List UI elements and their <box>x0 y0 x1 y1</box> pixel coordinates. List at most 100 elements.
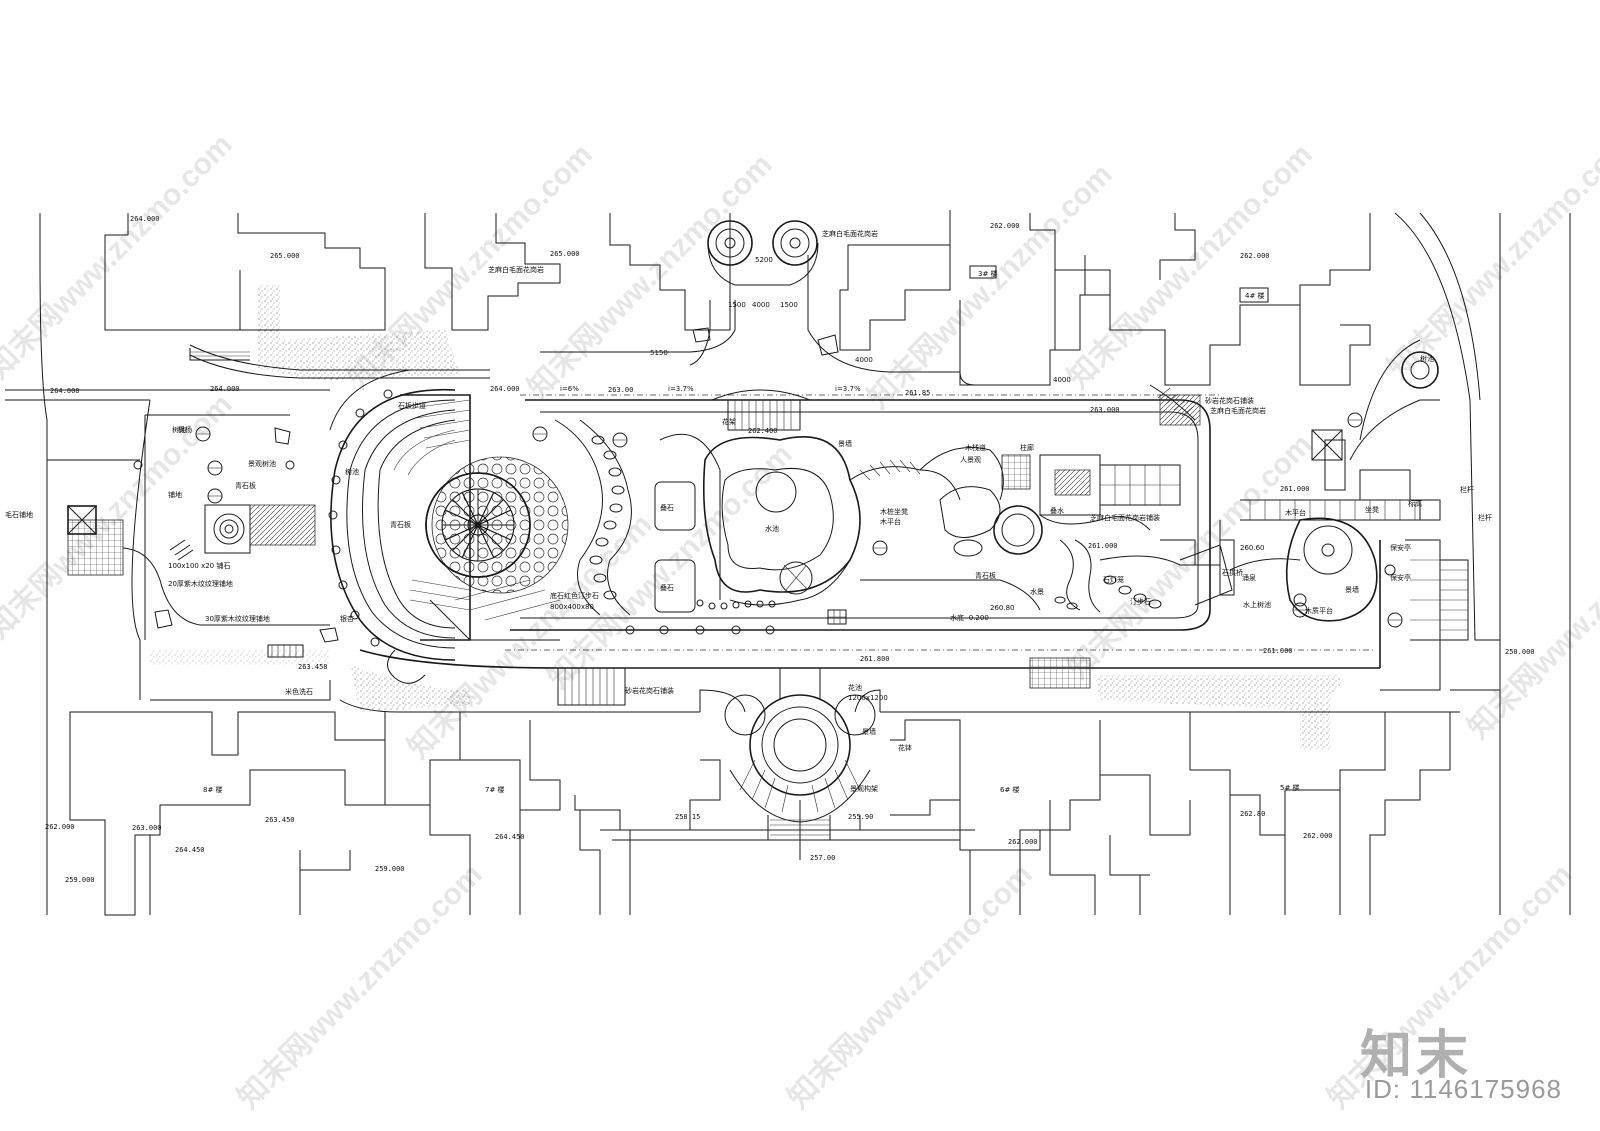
label-46: i=6% <box>560 385 579 393</box>
label-45: 树池 <box>1420 354 1434 363</box>
label-57: 8# 楼 <box>203 785 223 794</box>
label-17: 花架 <box>722 417 736 426</box>
watermark-13: 知末网www.znzmo.com <box>782 858 1039 1115</box>
label-20: 木平台 <box>880 517 901 526</box>
label-52: 1500 <box>728 301 746 309</box>
label-24: 青石板 <box>975 571 996 580</box>
elev-23: 262.000 <box>1008 838 1038 846</box>
elev-3: 265.000 <box>550 250 580 258</box>
label-14: 景墙 <box>838 439 852 448</box>
label-21: 底石红色汀步石 <box>550 591 599 600</box>
watermark-6: 知末网www.znzmo.com <box>1382 128 1600 385</box>
label-13: 米色洗石 <box>285 687 313 696</box>
elev-10: 263.000 <box>1090 406 1120 414</box>
label-56: 4000 <box>1053 376 1071 384</box>
label-42: 景观构架 <box>850 784 878 793</box>
elev-6: 264.000 <box>50 387 80 395</box>
label-18: 叠石 <box>660 504 674 512</box>
gravel-planting <box>150 285 1342 750</box>
index-callouts <box>195 412 1403 628</box>
pond-edge-stones <box>625 599 776 635</box>
label-3: 芝麻白毛面花岗岩 <box>1210 406 1266 415</box>
round-pool <box>993 505 1043 555</box>
label-39: 花池 <box>848 683 862 692</box>
label-59: 6# 楼 <box>1000 785 1020 794</box>
elev-14: 263.000 <box>132 824 162 832</box>
label-64: 水底 -0.200 <box>950 613 989 622</box>
pavilion-east <box>1001 454 1031 490</box>
watermark-1: 知末网www.znzmo.com <box>0 128 239 385</box>
label-38: 砂岩花岗石铺装 <box>625 686 674 695</box>
elev-17: 259.000 <box>65 876 95 884</box>
north-entrance-circles <box>692 220 839 356</box>
label-32: 石灯笼 <box>1103 575 1124 584</box>
elev-5: 262.000 <box>1240 252 1270 260</box>
elev-8: 263.00 <box>608 386 633 394</box>
label-26: 人景观 <box>960 456 981 464</box>
building-tag-north <box>1239 287 1269 303</box>
stepping-stones-east <box>1054 575 1162 610</box>
roads-and-boundary <box>5 212 1571 915</box>
label-34: 木平台 <box>1285 508 1306 517</box>
label-72: 保安亭 <box>1390 573 1411 582</box>
elev-21: 255.90 <box>848 813 873 821</box>
label-29: 芝麻白毛面花岗岩铺装 <box>1090 513 1160 522</box>
elev-26: 261.000 <box>1280 485 1310 493</box>
label-63: 水景 <box>1030 587 1044 596</box>
elev-19: 259.000 <box>375 865 405 873</box>
label-48: i=3.7% <box>835 385 861 393</box>
amphitheater-plaza <box>328 369 569 684</box>
rock-pile-1 <box>654 481 696 531</box>
label-53: 1500 <box>780 301 798 309</box>
label-15: 树池 <box>345 467 359 476</box>
label-10: 100x100 x20 铺石 <box>168 561 230 570</box>
watermark-12: 知末网www.znzmo.com <box>232 858 489 1115</box>
label-8: 铺地 <box>168 490 182 499</box>
label-23: 木桩坐凳 <box>880 507 908 516</box>
elev-7: 264.000 <box>210 385 240 393</box>
elev-25: 262.000 <box>1303 832 1333 840</box>
label-31: 叠水 <box>1050 506 1064 515</box>
elev-12: 250.000 <box>1505 648 1535 656</box>
label-19: 叠石 <box>660 584 674 592</box>
image-id-text: ID: 1146175968 <box>1364 1074 1562 1104</box>
amphitheater-posts <box>328 389 393 647</box>
elev-4: 262.000 <box>990 222 1020 230</box>
label-36: 景墙 <box>1345 585 1359 594</box>
buildings-north <box>104 210 1371 386</box>
annotation-labels: 芝麻白毛面花岗岩 芝麻白毛面花岗岩 芝麻白毛面花岗岩 石板步道 树池 景观树池 … <box>5 229 1492 794</box>
label-2: 芝麻白毛面花岗岩 <box>822 229 878 238</box>
elev-9: 261.85 <box>905 389 930 397</box>
label-54: 5150 <box>650 349 668 357</box>
watermark-11: 知末网www.znzmo.com <box>1462 488 1600 745</box>
label-40: 栏杆 <box>1460 485 1474 494</box>
label-16: 青石板 <box>390 520 411 529</box>
label-9: 毛石铺地 <box>5 510 33 519</box>
label-33: 石拱桥 <box>1222 568 1243 577</box>
label-12: 30厚紫木纹纹理铺地 <box>205 614 270 623</box>
elev-31: 264.000 <box>490 385 520 393</box>
label-51: 4000 <box>752 301 770 309</box>
label-28: 汀步石 <box>1130 598 1151 606</box>
label-62: 4# 楼 <box>1245 291 1265 300</box>
elev-22: 257.00 <box>810 854 835 862</box>
buildings-south <box>69 711 1451 916</box>
elev-27: 262.400 <box>748 427 778 435</box>
elevation-labels: 264.000 265.000 265.000 262.000 262.000 … <box>45 215 1535 884</box>
elev-29: 261.000 <box>1088 542 1118 550</box>
rock-pile-2 <box>654 559 696 613</box>
label-22: 800x400x80 <box>550 603 594 611</box>
label-68: 银杏 <box>340 614 354 623</box>
label-6: 景观树池 <box>248 459 276 468</box>
label-74: 栏杆 <box>1478 513 1492 522</box>
label-73: 木质平台 <box>1305 606 1333 615</box>
elev-11: 261.800 <box>860 655 890 663</box>
stepping-stones-west <box>589 435 625 600</box>
boulder <box>274 427 291 445</box>
central-ornament <box>204 504 251 554</box>
label-55: 4000 <box>855 356 873 364</box>
elev-20: 258.15 <box>675 813 700 821</box>
label-35: 保安亭 <box>1390 543 1411 552</box>
label-25: 柱廊 <box>1020 443 1034 452</box>
elev-13: 262.000 <box>45 823 75 831</box>
